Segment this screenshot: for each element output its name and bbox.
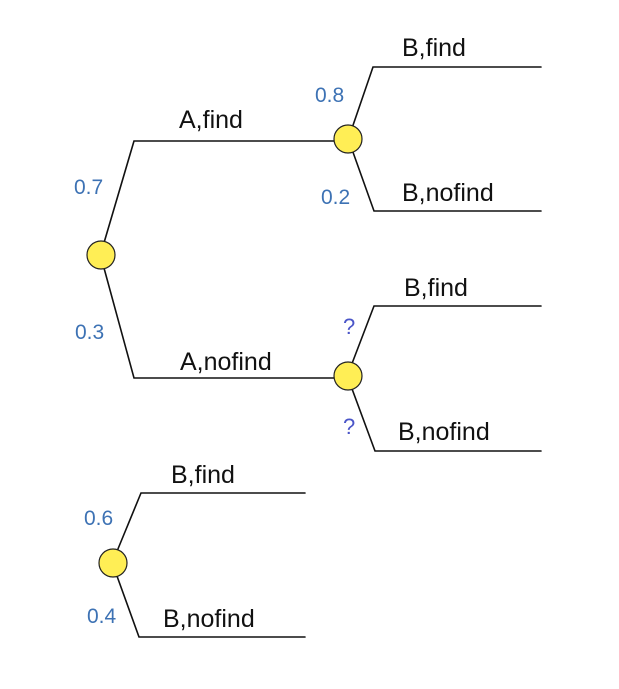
- outcome-label-b-nofind-after-a-nofind: B,nofind: [398, 418, 490, 446]
- outcome-label-b-nofind-after-a-find: B,nofind: [402, 179, 494, 207]
- a-find-chance-node: [333, 124, 363, 154]
- probability-label-b-find: 0.6: [84, 507, 113, 530]
- outcome-label-b-nofind: B,nofind: [163, 605, 255, 633]
- probability-label-b-nofind: 0.4: [87, 605, 117, 628]
- outcome-label-b-find-after-a-nofind: B,find: [404, 274, 468, 302]
- probability-label-b-find-after-a-nofind: ?: [343, 314, 355, 339]
- probability-label-a-nofind: 0.3: [75, 321, 104, 344]
- outcome-label-a-find: A,find: [179, 106, 243, 134]
- edge-b-root-to-b-find: [112, 492, 306, 562]
- root-chance-node: [86, 240, 116, 270]
- probability-label-b-find-after-a-find: 0.8: [315, 84, 344, 107]
- probability-label-b-nofind-after-a-find: 0.2: [321, 186, 350, 209]
- edge-a-find-to-b-nofind: [348, 140, 542, 212]
- edge-root-to-a-find: [100, 140, 349, 254]
- edge-a-nofind-to-b-find: [347, 305, 542, 375]
- edge-b-root-to-b-nofind: [112, 564, 306, 638]
- outcome-label-a-nofind: A,nofind: [180, 348, 272, 376]
- probability-label-b-nofind-after-a-nofind: ?: [343, 414, 355, 439]
- probability-label-a-find: 0.7: [74, 176, 103, 199]
- edge-a-find-to-b-find: [348, 66, 542, 138]
- b-root-chance-node: [98, 548, 128, 578]
- outcome-label-b-find-after-a-find: B,find: [402, 34, 466, 62]
- edge-a-nofind-to-b-nofind: [347, 377, 542, 452]
- edge-root-to-a-nofind: [100, 256, 349, 379]
- outcome-label-b-find: B,find: [171, 461, 235, 489]
- a-nofind-chance-node: [333, 361, 363, 391]
